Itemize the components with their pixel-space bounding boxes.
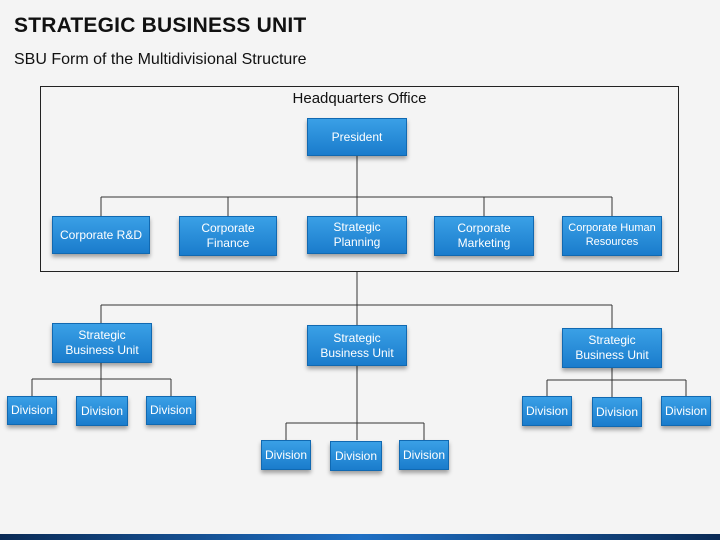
slide-subtitle: SBU Form of the Multidivisional Structur… [14, 51, 307, 68]
division-box: Division [76, 396, 128, 426]
dept-corporate-rnd: Corporate R&D [52, 216, 150, 254]
dept-strategic-planning: Strategic Planning [307, 216, 407, 254]
division-box: Division [592, 397, 642, 427]
dept-corporate-marketing: Corporate Marketing [434, 216, 534, 256]
division-box: Division [522, 396, 572, 426]
dept-corporate-human-resources: Corporate Human Resources [562, 216, 662, 256]
dept-corporate-finance: Corporate Finance [179, 216, 277, 256]
hq-frame [40, 86, 679, 272]
division-box: Division [399, 440, 449, 470]
division-box: Division [661, 396, 711, 426]
sbu-box-1: Strategic Business Unit [52, 323, 152, 363]
slide-title: STRATEGIC BUSINESS UNIT [14, 14, 307, 37]
sbu-box-2: Strategic Business Unit [307, 325, 407, 366]
president-box: President [307, 118, 407, 156]
division-box: Division [261, 440, 311, 470]
division-box: Division [146, 396, 196, 425]
division-box: Division [7, 396, 57, 425]
footer-bar [0, 534, 720, 540]
hq-label: Headquarters Office [292, 90, 427, 107]
sbu-box-3: Strategic Business Unit [562, 328, 662, 368]
division-box: Division [330, 441, 382, 471]
